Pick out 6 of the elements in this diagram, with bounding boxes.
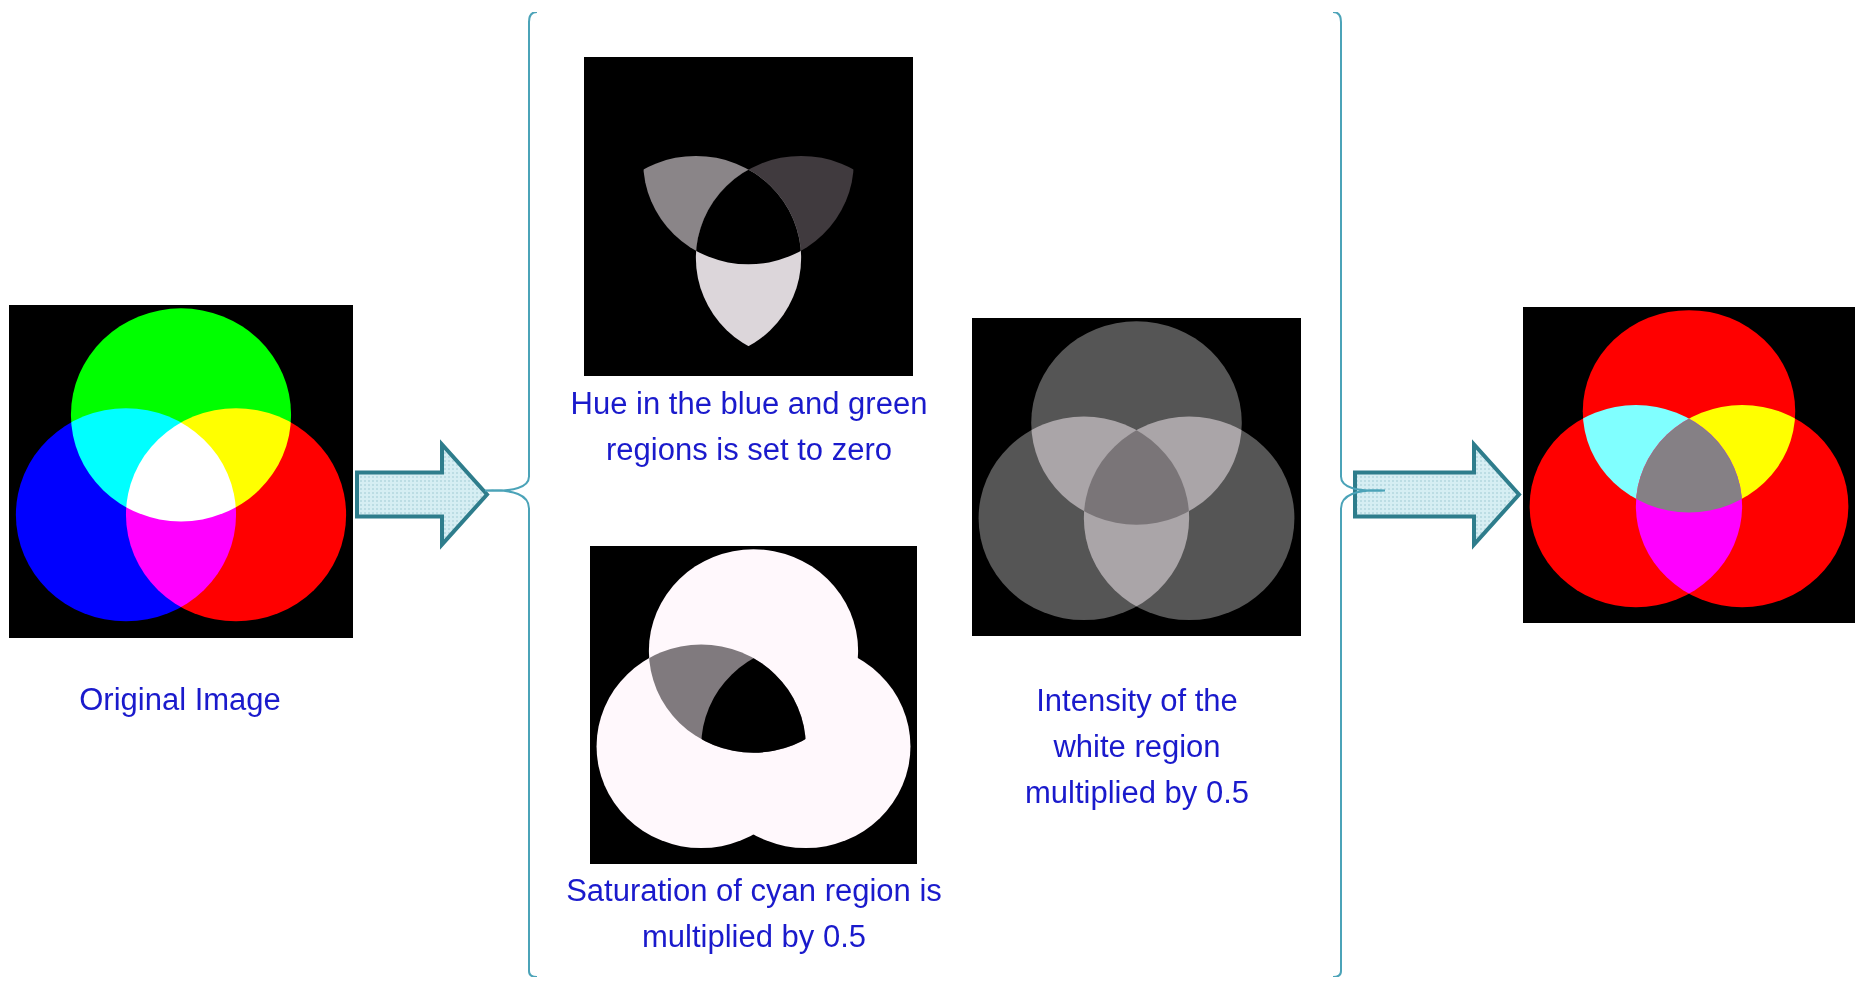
picture-caption: Hue in the blue and green regions is set to zero	[569, 385, 929, 469]
block-arrow	[1353, 439, 1522, 550]
picture-caption: Original Image	[78, 681, 282, 719]
block-arrow	[355, 439, 490, 550]
picture-caption: Intensity of the white region multiplied by 0.5	[1024, 682, 1250, 812]
picture-caption: Saturation of cyan region is multiplied by 0.5	[565, 872, 943, 956]
